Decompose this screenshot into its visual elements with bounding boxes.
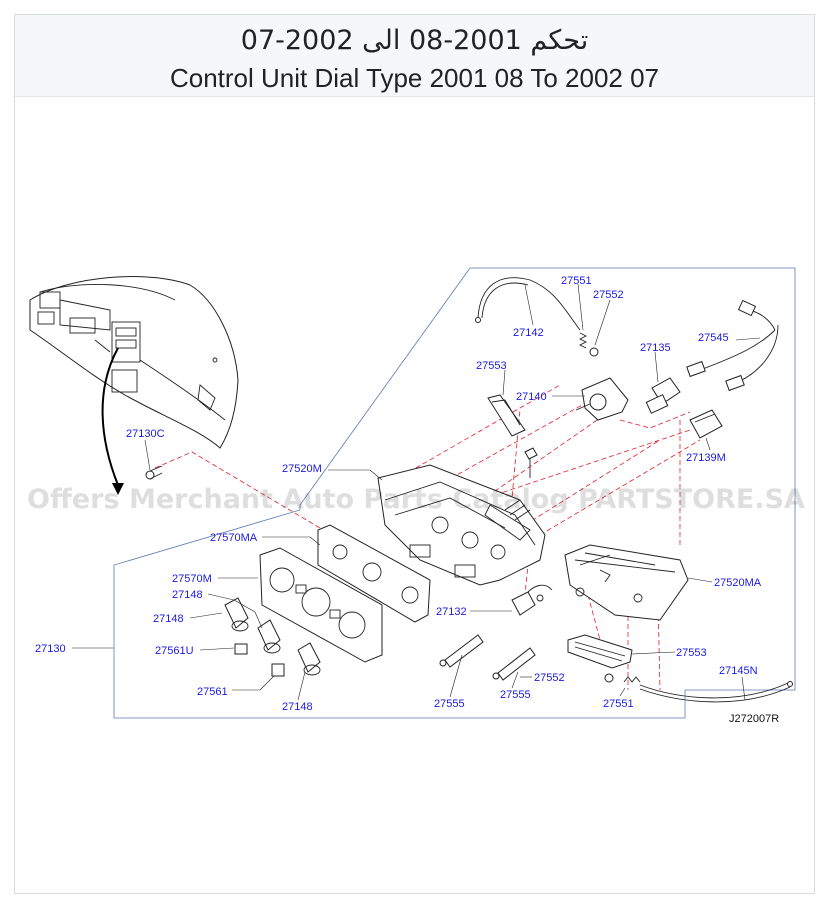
label-27552-bottom[interactable]: 27552 bbox=[534, 672, 565, 684]
gasket-plate-27570ma bbox=[317, 524, 431, 623]
label-27142[interactable]: 27142 bbox=[513, 327, 544, 339]
actuator-motor-27140 bbox=[575, 377, 629, 421]
title-arabic: تحكم 2001-08 الى 2002-07 bbox=[240, 25, 589, 56]
label-27552-top[interactable]: 27552 bbox=[593, 289, 624, 301]
title-english: Control Unit Dial Type 2001 08 To 2002 0… bbox=[169, 63, 660, 93]
label-27555-b[interactable]: 27555 bbox=[500, 689, 531, 701]
label-27570m[interactable]: 27570M bbox=[172, 573, 212, 585]
connector-27139m bbox=[689, 409, 723, 439]
label-27148-c[interactable]: 27148 bbox=[282, 701, 313, 713]
screw-27130c bbox=[145, 465, 163, 480]
spring-27551-top bbox=[578, 332, 588, 349]
bulb-27555-a bbox=[439, 634, 484, 668]
label-27553-bottom[interactable]: 27553 bbox=[676, 647, 707, 659]
control-cable-27142 bbox=[475, 277, 581, 331]
label-27130[interactable]: 27130 bbox=[35, 643, 66, 655]
finisher-panel-27570m bbox=[259, 547, 383, 663]
assembly-group-outline bbox=[113, 267, 796, 719]
knob-27148-a bbox=[224, 597, 249, 632]
label-27551-top[interactable]: 27551 bbox=[561, 275, 592, 287]
ball-27552-top bbox=[589, 347, 599, 357]
connector-27135 bbox=[645, 377, 681, 414]
knob-27148-c bbox=[297, 642, 321, 676]
clip-27561 bbox=[271, 663, 285, 677]
lever-plate-27553-bottom bbox=[567, 634, 633, 669]
label-27545[interactable]: 27545 bbox=[698, 332, 729, 344]
bulb-27555-b bbox=[492, 647, 536, 681]
label-27140[interactable]: 27140 bbox=[516, 391, 547, 403]
label-27132[interactable]: 27132 bbox=[436, 606, 467, 618]
label-27561[interactable]: 27561 bbox=[197, 686, 228, 698]
dashboard-illustration bbox=[29, 276, 239, 449]
label-27135[interactable]: 27135 bbox=[640, 342, 671, 354]
ball-27552-bottom bbox=[604, 673, 614, 683]
label-27551-bottom[interactable]: 27551 bbox=[603, 698, 634, 710]
label-27148-b[interactable]: 27148 bbox=[153, 613, 184, 625]
bolt bbox=[524, 447, 538, 478]
callout-arrow bbox=[101, 347, 119, 486]
clip-27561u bbox=[234, 643, 248, 655]
switch-27132 bbox=[511, 584, 553, 616]
control-housing-27520m bbox=[377, 464, 546, 586]
label-27561u[interactable]: 27561U bbox=[155, 645, 194, 657]
label-27520m[interactable]: 27520M bbox=[282, 463, 322, 475]
label-27570ma[interactable]: 27570MA bbox=[210, 532, 258, 544]
watermark: Offers Merchant Auto Parts Catalog PARTS… bbox=[27, 484, 805, 515]
diagram-code: J272007R bbox=[729, 713, 779, 725]
label-27520ma[interactable]: 27520MA bbox=[714, 577, 762, 589]
lever-27553-top bbox=[487, 394, 526, 437]
page-header: تحكم 2001-08 الى 2002-07 Control Unit Di… bbox=[15, 15, 814, 97]
spring-27551-bottom bbox=[623, 676, 641, 683]
arrow-head bbox=[112, 483, 124, 495]
leader-lines bbox=[72, 283, 761, 701]
label-27139m[interactable]: 27139M bbox=[686, 452, 726, 464]
part-labels: 27551 27552 27142 27545 27135 27553 2714… bbox=[35, 275, 779, 725]
lever-base-27520ma bbox=[564, 544, 689, 621]
label-27148-a[interactable]: 27148 bbox=[172, 589, 203, 601]
wire-harness-27545 bbox=[686, 299, 779, 392]
knob-27148-b bbox=[257, 619, 281, 654]
label-27553-top[interactable]: 27553 bbox=[476, 360, 507, 372]
label-27130c[interactable]: 27130C bbox=[126, 428, 165, 440]
control-cable-27145n bbox=[639, 681, 793, 703]
label-27555-a[interactable]: 27555 bbox=[434, 698, 465, 710]
label-27145n[interactable]: 27145N bbox=[719, 665, 758, 677]
